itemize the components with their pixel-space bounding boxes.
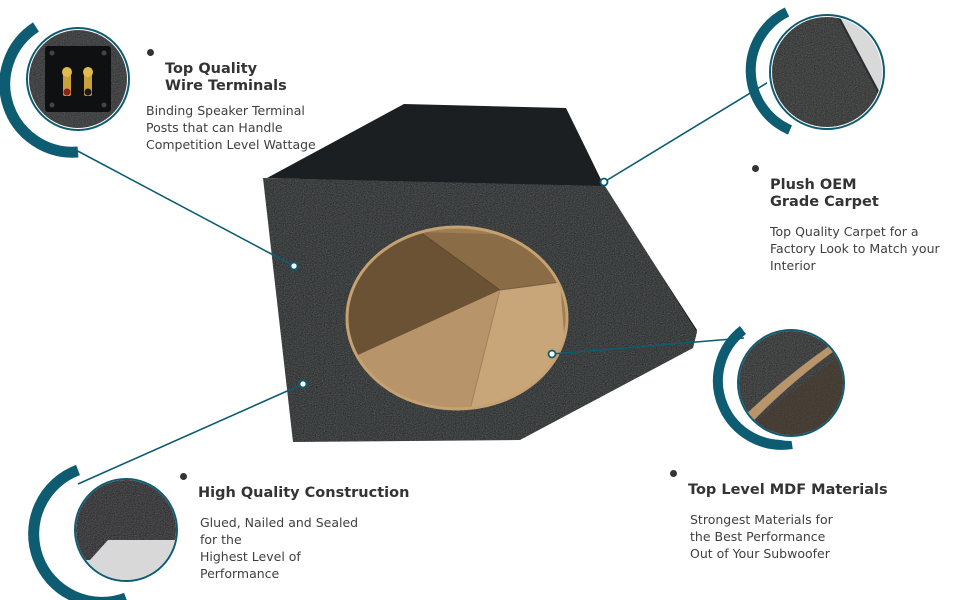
carpet-detail-circle	[745, 7, 888, 135]
callout-dots	[289, 177, 609, 389]
feature-construction-desc: Glued, Nailed and Sealed for the Highest…	[200, 515, 359, 581]
bullet-icon	[752, 165, 759, 172]
feature-terminals-desc: Binding Speaker Terminal Posts that can …	[146, 103, 316, 152]
feature-construction-title: High Quality Construction	[178, 468, 438, 502]
feature-terminals: Top Quality Wire Terminals Binding Speak…	[145, 44, 365, 153]
feature-carpet-desc: Top Quality Carpet for a Factory Look to…	[770, 224, 940, 273]
feature-carpet-title: Plush OEM Grade Carpet	[750, 160, 965, 211]
callout-lines	[71, 77, 776, 485]
terminal-detail-circle	[0, 22, 135, 158]
construction-detail-circle	[28, 464, 182, 600]
mdf-detail-circle	[712, 325, 849, 450]
feature-mdf-title: Top Level MDF Materials	[668, 465, 928, 499]
subwoofer-box	[263, 104, 697, 442]
box-top-panel	[267, 104, 605, 188]
bullet-icon	[670, 470, 677, 477]
bullet-icon	[180, 473, 187, 480]
speaker-cutout	[345, 225, 569, 411]
feature-terminals-title: Top Quality Wire Terminals	[145, 44, 365, 95]
bullet-icon	[147, 49, 154, 56]
feature-mdf-desc: Strongest Materials for the Best Perform…	[690, 512, 833, 561]
feature-carpet: Plush OEM Grade Carpet Top Quality Carpe…	[750, 160, 965, 274]
feature-mdf: Top Level MDF Materials Strongest Materi…	[668, 465, 928, 562]
feature-construction: High Quality Construction Glued, Nailed …	[178, 468, 438, 582]
